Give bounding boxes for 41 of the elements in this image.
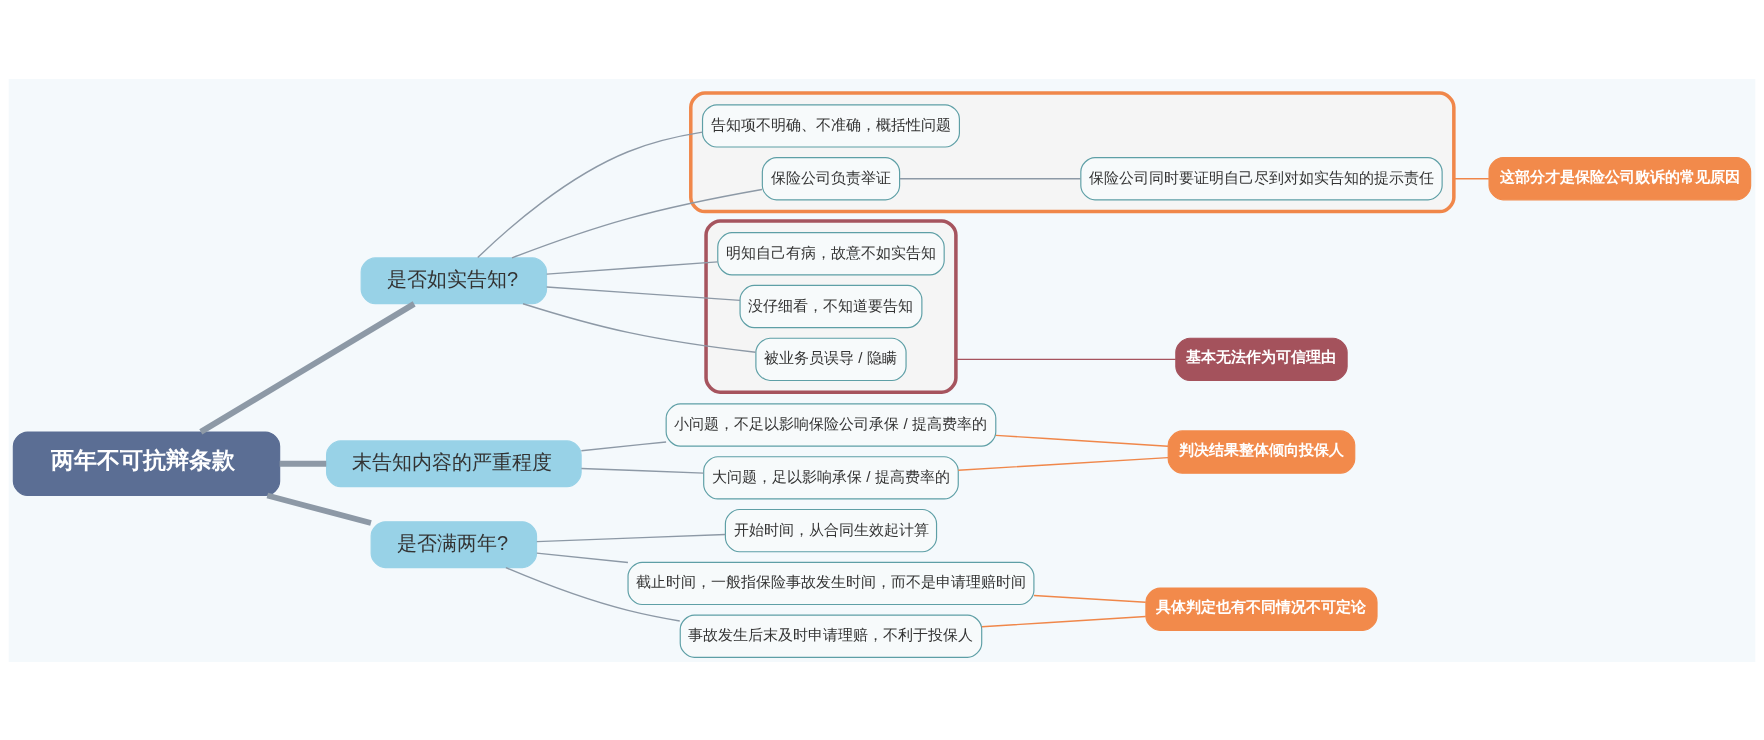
node-box: 保险公司同时要证明自己尽到对如实告知的提示责任 <box>1080 156 1443 200</box>
connector <box>899 177 1082 179</box>
node-box: 这部分才是保险公司败诉的常见原因 <box>1488 156 1752 200</box>
cluster <box>689 90 1456 213</box>
connector <box>522 302 757 353</box>
connector <box>981 615 1147 627</box>
node-box: 基本无法作为可信理由 <box>1175 337 1348 381</box>
connector <box>546 260 719 275</box>
connector <box>279 460 327 467</box>
connector <box>957 456 1169 471</box>
connector <box>505 566 681 622</box>
node-box: 保险公司负责举证 <box>761 156 901 200</box>
node-box: 截止时间，一般指保险事故发生时间，而不是申请理赔时间 <box>627 561 1035 605</box>
node-box: 是否满两年? <box>370 520 538 568</box>
connector <box>995 434 1169 447</box>
connector <box>546 285 741 301</box>
connector <box>536 551 629 563</box>
node-box: 大问题，足以影响承保 / 提高费率的 <box>703 455 959 500</box>
node-box: 没仔细看，不知道要告知 <box>739 284 923 328</box>
connector <box>580 440 667 451</box>
connector <box>266 492 372 526</box>
node-box: 具体判定也有不同情况不可定论 <box>1145 587 1378 631</box>
node-box: 末告知内容的严重程度 <box>326 439 582 487</box>
node-box: 开始时间，从合同生效起计算 <box>724 508 938 552</box>
node-box: 两年不可抗辩条款 <box>12 431 281 496</box>
connector <box>199 300 416 434</box>
node-box: 被业务员误导 / 隐瞒 <box>755 337 907 381</box>
node-box: 是否如实告知? <box>360 256 548 304</box>
node-box: 事故发生后末及时申请理赔，不利于投保人 <box>679 614 983 658</box>
connector <box>580 467 705 474</box>
connector <box>511 188 763 259</box>
node-box: 判决结果整体倾向投保人 <box>1167 429 1356 474</box>
connector <box>536 533 727 542</box>
connector <box>1033 594 1147 603</box>
node-box: 小问题，不足以影响保险公司承保 / 提高费率的 <box>665 402 997 447</box>
connector <box>955 358 1177 360</box>
node-box: 明知自己有病，故意不如实告知 <box>717 231 945 275</box>
connector <box>1453 177 1490 179</box>
connector <box>477 130 704 258</box>
node-box: 告知项不明确、不准确，概括性问题 <box>701 103 960 148</box>
cluster <box>704 218 958 394</box>
